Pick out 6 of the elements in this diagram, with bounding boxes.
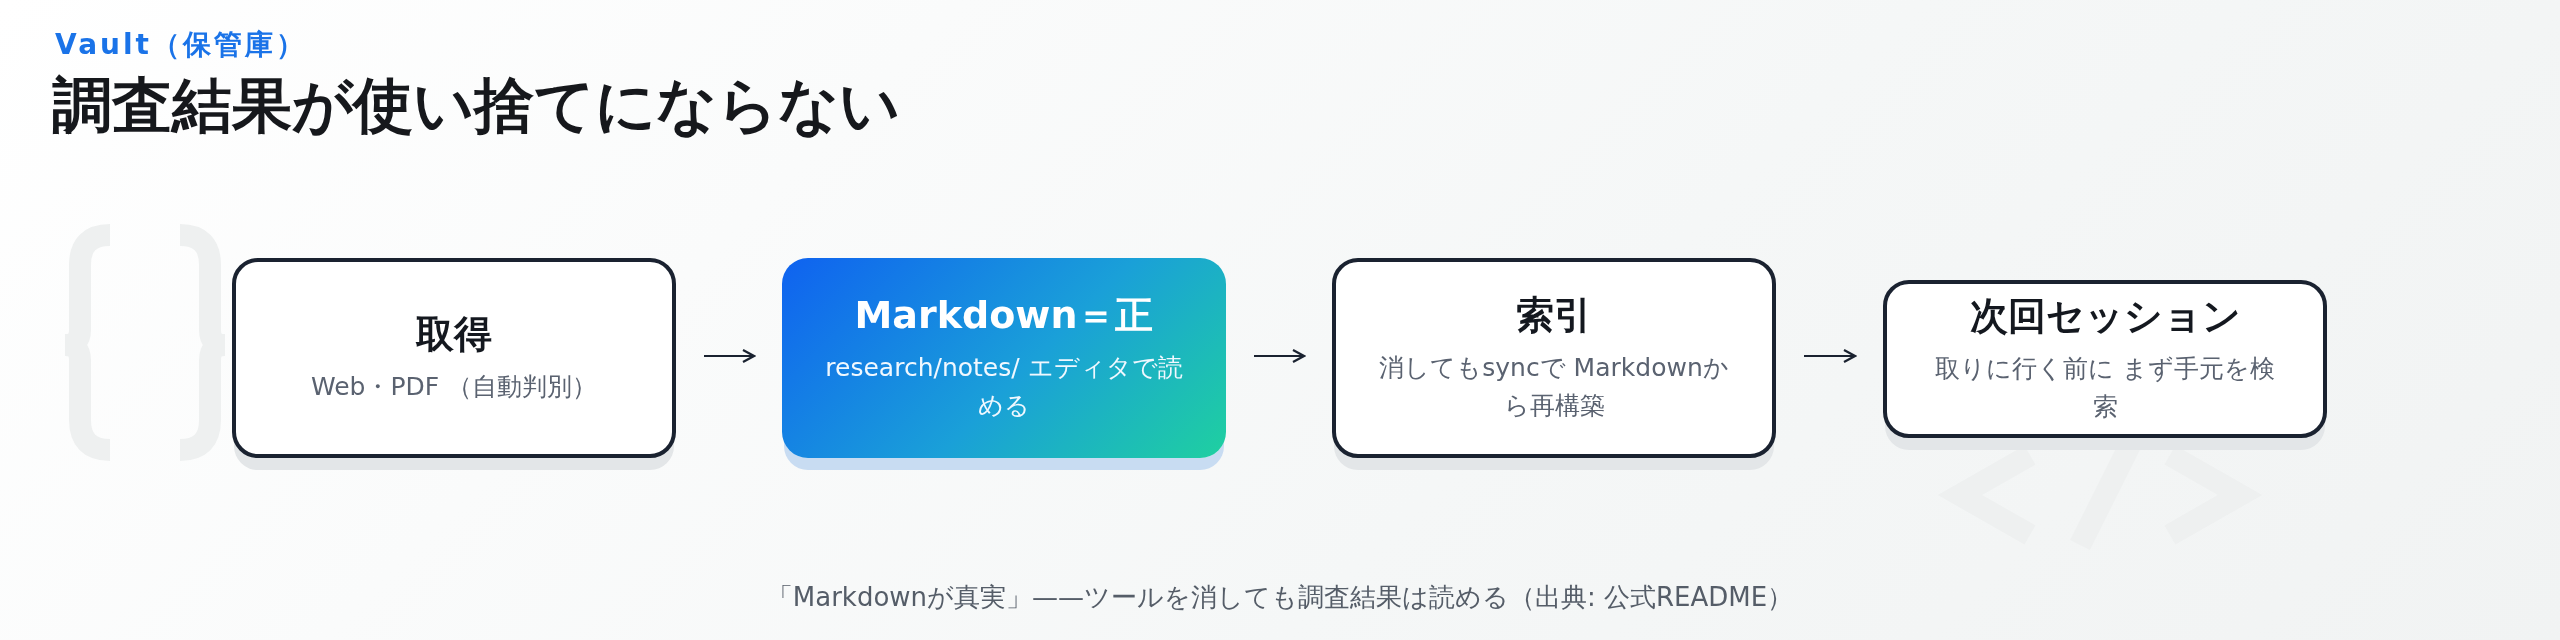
section-kicker: Vault（保管庫） — [55, 27, 307, 63]
slide-title: 調査結果が使い捨てにならない — [52, 69, 900, 142]
arrow — [704, 348, 756, 364]
arrow — [1254, 348, 1306, 364]
caption: 「Markdownが真実」——ツールを消しても調査結果は読める（出典: 公式README） — [765, 581, 1795, 614]
arrow — [1804, 348, 1857, 364]
